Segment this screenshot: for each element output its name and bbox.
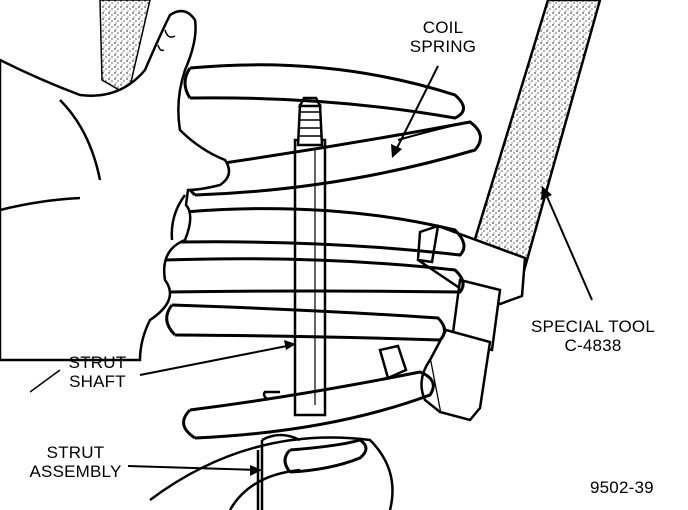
special-tool-label-line2: C-4838 [564, 336, 622, 355]
arrowheads [250, 144, 552, 476]
strut-assembly [149, 390, 394, 510]
coil-spring-label-line1: COIL [422, 18, 464, 37]
strut-assembly-leader [127, 465, 259, 471]
hand [0, 9, 231, 362]
strut-assembly-label-line2: ASSEMBLY [29, 462, 122, 481]
strut-assembly-label: STRUT ASSEMBLY [28, 443, 123, 481]
leader-lines [29, 65, 593, 471]
strut-assembly-label-line1: STRUT [46, 443, 105, 462]
special-tool-handle [466, 0, 602, 287]
coil-spring-leader [394, 65, 439, 153]
coil-spring-label-line2: SPRING [409, 37, 477, 56]
special-tool-label: SPECIAL TOOL C-4838 [528, 317, 658, 355]
strut-shaft-label-line1: STRUT [68, 353, 127, 372]
strut-shaft [293, 96, 327, 417]
special-tool-label-line1: SPECIAL TOOL [531, 317, 655, 336]
strut-shaft-label: STRUT SHAFT [60, 353, 135, 391]
special-tool-leader [544, 191, 593, 301]
strut-shaft-label-line2: SHAFT [69, 372, 126, 391]
coil-spring-label: COIL SPRING [408, 18, 478, 56]
strut-shaft-leader [139, 344, 293, 376]
figure-id: 9502-39 [590, 478, 654, 497]
